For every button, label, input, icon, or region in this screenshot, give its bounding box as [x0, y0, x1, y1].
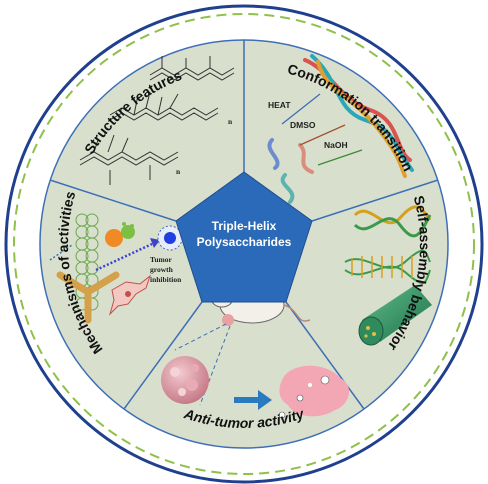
macrophage-illustration — [108, 274, 152, 316]
dna-helix-illustration — [303, 54, 414, 178]
growth-label: growth — [150, 265, 174, 274]
naoh-label: NaOH — [324, 140, 348, 150]
tumor-inhibition-illustration — [157, 225, 183, 251]
dashed-ring — [13, 13, 475, 475]
conformation-arrows — [281, 93, 363, 166]
dmso-label: DMSO — [290, 120, 316, 130]
chain-repeat-label-2: n — [176, 167, 181, 176]
tumor-label: Tumor — [150, 255, 172, 264]
self-assembly-illustration — [344, 205, 432, 346]
center-pentagon — [175, 171, 313, 303]
center-title-line1: Triple-Helix — [212, 219, 277, 233]
inhibition-arrow — [234, 390, 272, 410]
signal-arrow — [95, 238, 160, 272]
tumor-cell-illustration — [161, 356, 209, 404]
polysaccharide-chain-illustration — [79, 56, 235, 185]
random-coil-illustration — [267, 138, 314, 204]
heat-label: HEAT — [268, 100, 291, 110]
sector-dividers — [49, 40, 439, 410]
receptor-illustration — [49, 244, 120, 324]
immune-cell-illustration — [105, 222, 135, 247]
chain-repeat-label-1: n — [228, 117, 233, 126]
center-title-line2: Polysaccharides — [197, 235, 292, 249]
inhibition-label: inhibition — [150, 275, 182, 284]
apoptotic-cell-illustration — [278, 365, 350, 419]
